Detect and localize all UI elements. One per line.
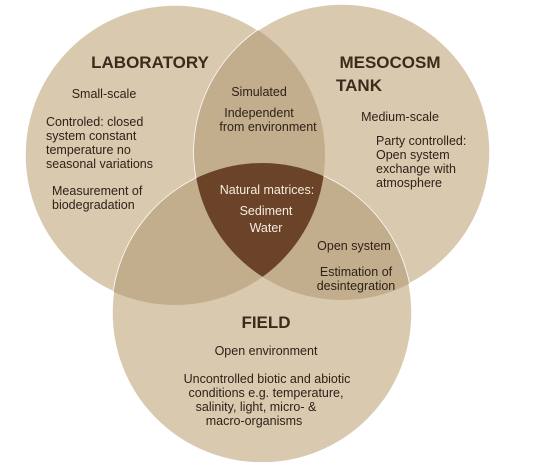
simulated-label: Simulated (231, 85, 287, 99)
field-title: FIELD (241, 313, 290, 332)
laboratory-control-2: system constant (46, 129, 137, 143)
mesocosm-control-2: Open system (376, 148, 450, 162)
laboratory-control-1: Controled: closed (46, 115, 143, 129)
mesocosm-title-1: MESOCOSM (339, 53, 440, 72)
open-system-label: Open system (317, 239, 391, 253)
mesocosm-title-2: TANK (336, 76, 383, 95)
independent-label-1: Independent (224, 106, 294, 120)
laboratory-title: LABORATORY (91, 53, 209, 72)
mesocosm-scale: Medium-scale (361, 110, 439, 124)
center-item-sediment: Sediment (240, 204, 293, 218)
field-conditions-1: Uncontrolled biotic and abiotic (184, 372, 351, 386)
estimation-label-1: Estimation of (320, 265, 393, 279)
laboratory-measure-2: biodegradation (52, 198, 135, 212)
center-item-water: Water (250, 221, 283, 235)
field-conditions-3: salinity, light, micro- & (196, 400, 317, 414)
lab-field-overlap (112, 163, 325, 305)
independent-label-2: from environment (219, 120, 317, 134)
field-env: Open environment (215, 344, 318, 358)
estimation-label-2: desintegration (317, 279, 396, 293)
laboratory-control-3: temperature no (46, 143, 131, 157)
laboratory-control-4: seasonal variations (46, 157, 153, 171)
meso-field-overlap (194, 163, 412, 300)
field-conditions-2: conditions e.g. temperature, (189, 386, 344, 400)
mesocosm-control-1: Party controlled: (376, 134, 466, 148)
mesocosm-control-4: atmosphere (376, 176, 442, 190)
laboratory-measure-1: Measurement of (52, 184, 143, 198)
laboratory-scale: Small-scale (72, 87, 137, 101)
mesocosm-control-3: exchange with (376, 162, 456, 176)
field-conditions-4: macro-organisms (206, 414, 303, 428)
center-label: Natural matrices: (220, 183, 314, 197)
